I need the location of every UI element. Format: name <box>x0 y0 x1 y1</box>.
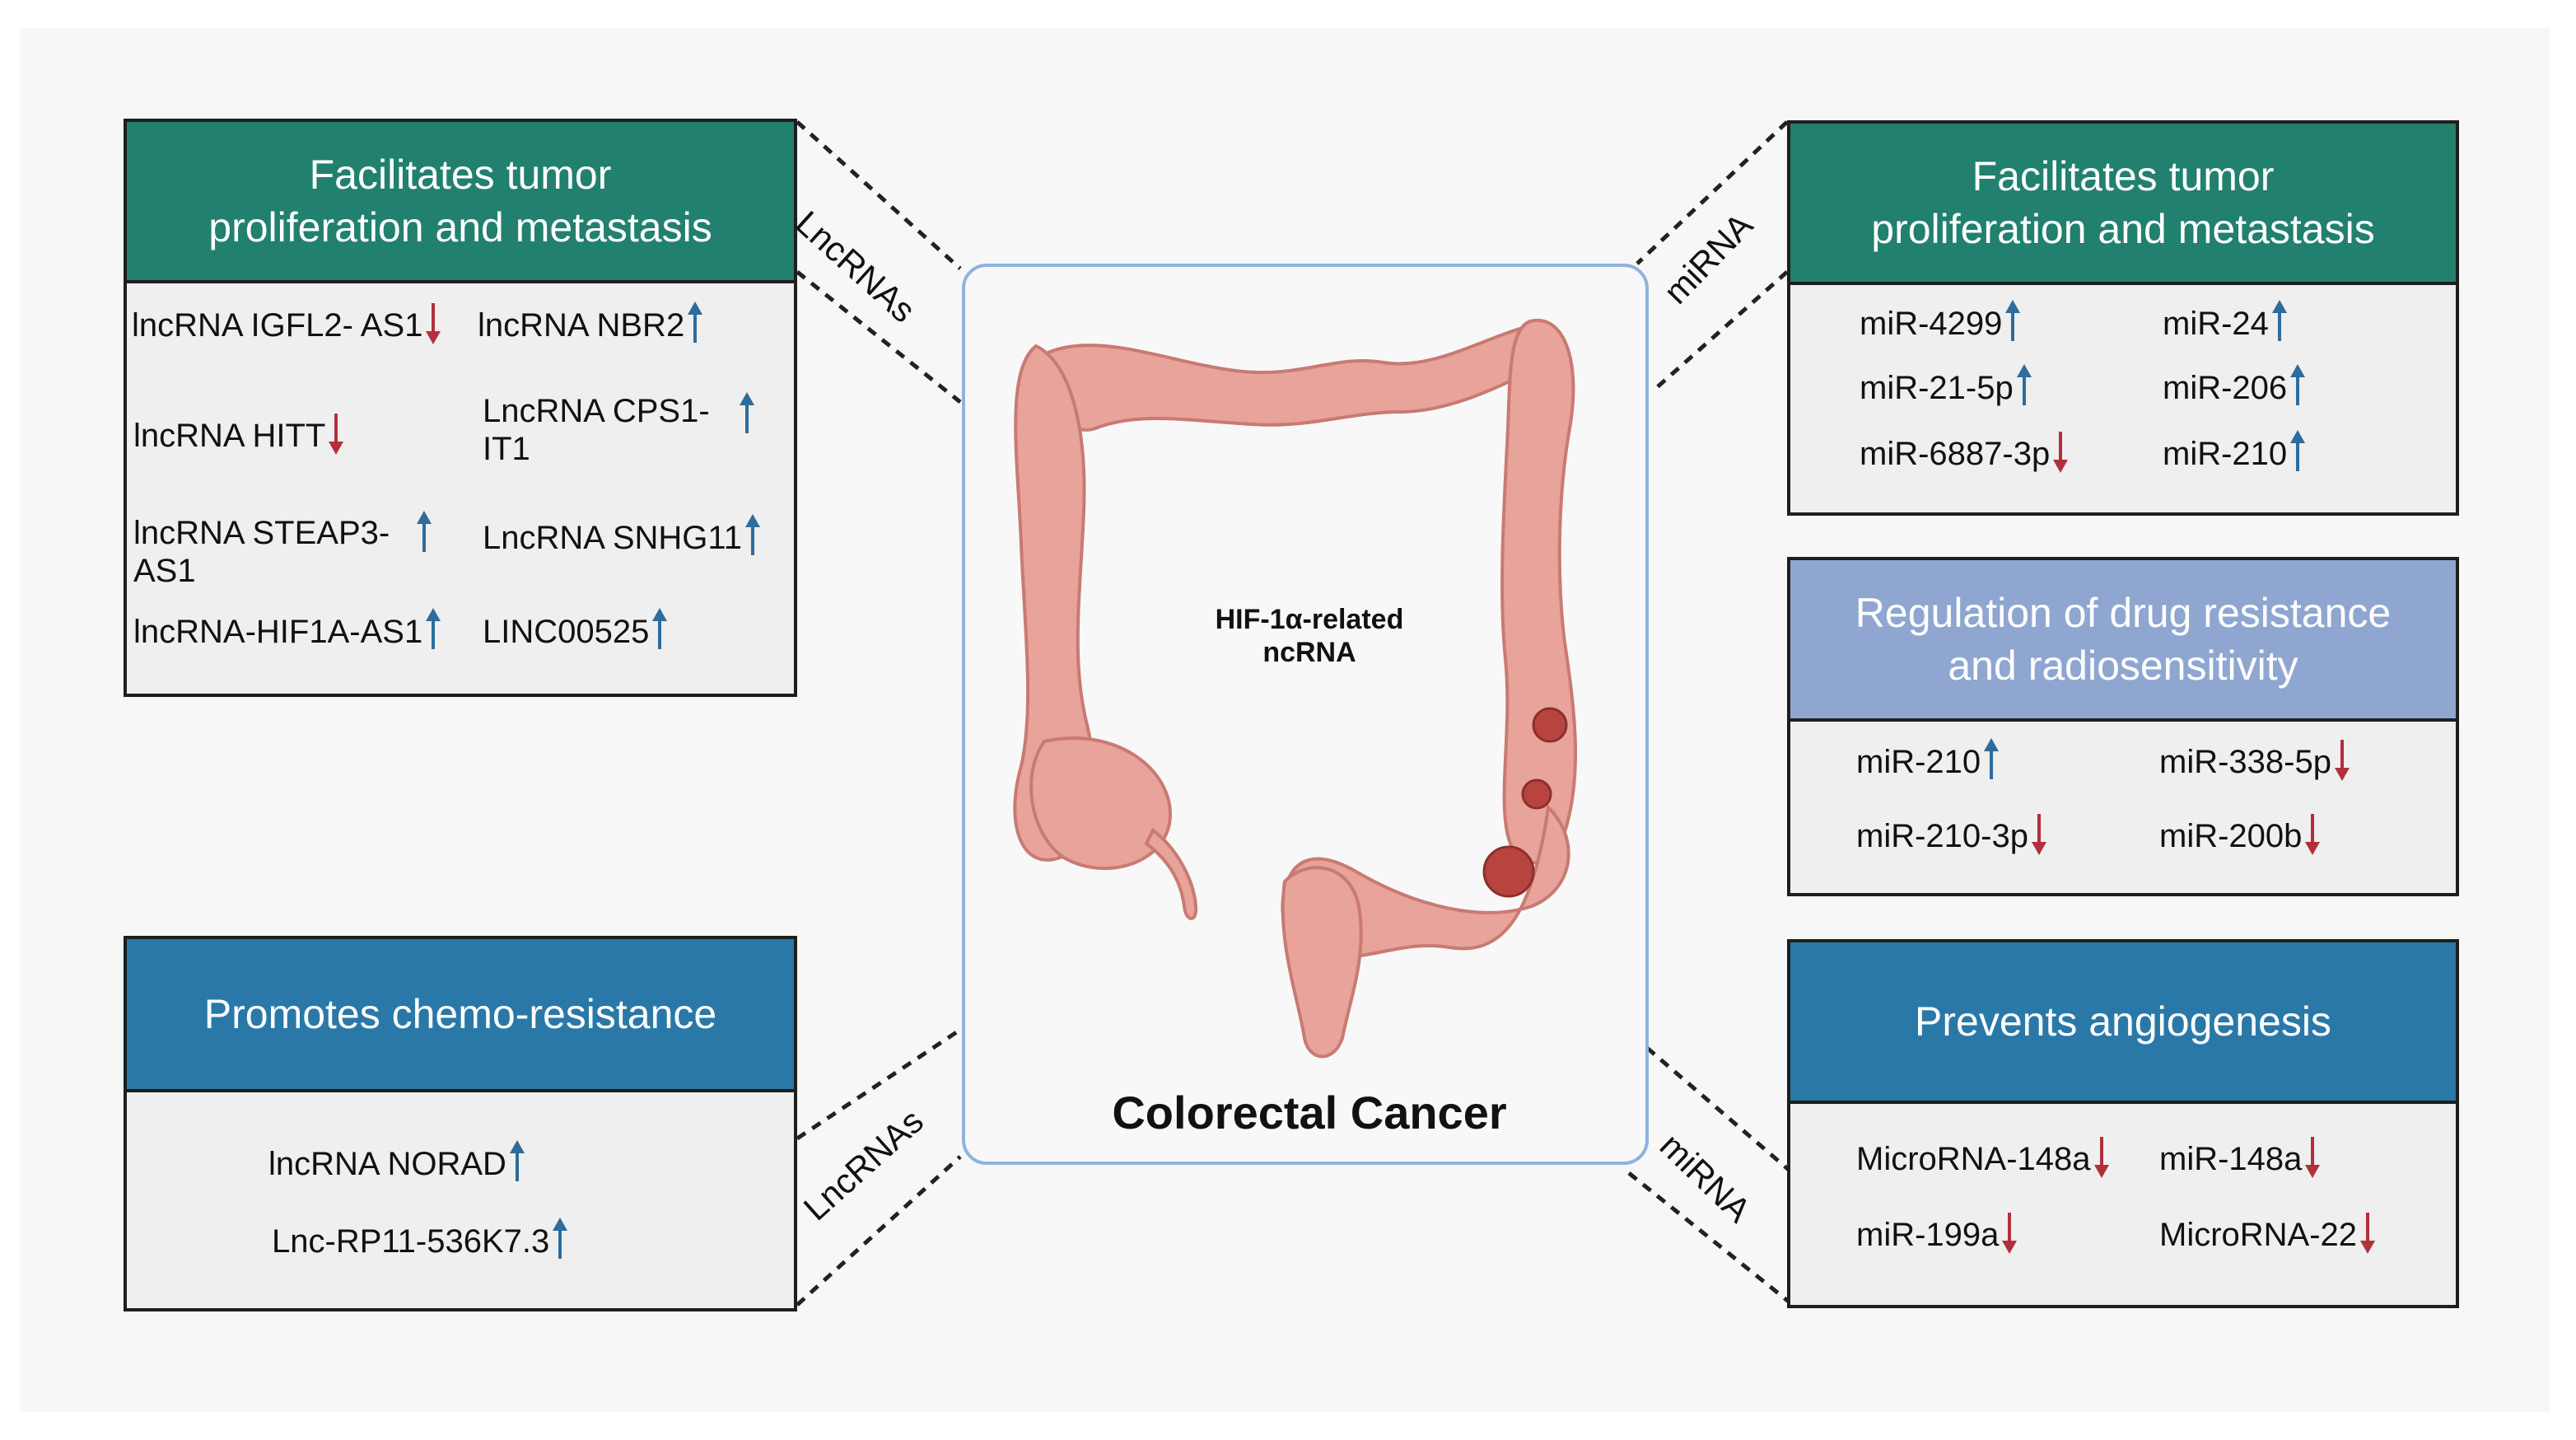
up-arrow-icon <box>2004 300 2021 343</box>
up-arrow-icon <box>739 392 755 435</box>
down-arrow-icon <box>2001 1211 2018 1254</box>
list-item: lncRNA IGFL2- AS1 <box>132 302 441 344</box>
list-item: miR-338-5p <box>2159 738 2350 781</box>
down-arrow-icon <box>425 302 441 344</box>
list-item: MicroRNA-22 <box>2159 1211 2376 1254</box>
list-item: miR-206 <box>2163 364 2306 407</box>
up-arrow-icon <box>1983 738 2000 781</box>
list-item: lncRNA STEAP3- AS1 <box>133 515 390 589</box>
list-item: LncRNA CPS1- IT1 <box>483 393 710 467</box>
box-lnc-chemo: Promotes chemo-resistance <box>124 936 797 1311</box>
up-arrow-icon <box>509 1140 525 1183</box>
up-arrow-icon <box>416 511 432 554</box>
list-item: miR-199a <box>1856 1211 2018 1254</box>
list-item: MicroRNA-148a <box>1856 1135 2110 1178</box>
list-item: lncRNA-HIF1A-AS1 <box>133 608 441 651</box>
up-arrow-icon <box>2271 300 2288 343</box>
up-arrow-icon <box>651 608 668 651</box>
center-title: Colorectal Cancer <box>1112 1087 1507 1138</box>
list-item: miR-6887-3p <box>1860 430 2069 473</box>
box-mir-drug-resistance: Regulation of drug resistance and radios… <box>1787 557 2459 896</box>
center-ncrna-label: HIF-1α-related ncRNA <box>1215 604 1404 668</box>
list-item: miR-210 <box>2163 430 2306 473</box>
list-item: miR-24 <box>2163 300 2288 343</box>
tumor-1 <box>1532 707 1568 743</box>
list-item: lncRNA NORAD <box>268 1140 525 1183</box>
list-item: miR-4299 <box>1860 300 2021 343</box>
down-arrow-icon <box>2052 430 2069 473</box>
up-arrow-icon <box>2289 364 2306 407</box>
list-item: Lnc-RP11-536K7.3 <box>272 1218 568 1260</box>
up-arrow-icon <box>552 1218 568 1260</box>
list-item: LncRNA SNHG11 <box>483 514 761 557</box>
down-arrow-icon <box>2334 738 2350 781</box>
up-arrow-icon <box>744 514 761 557</box>
down-arrow-icon <box>2093 1135 2110 1178</box>
tumor-3 <box>1482 845 1535 898</box>
connector-line <box>1636 120 1789 265</box>
connector-line <box>796 1155 962 1307</box>
down-arrow-icon <box>2359 1211 2376 1254</box>
box-mir-proliferation-title: Facilitates tumor proliferation and meta… <box>1790 124 2456 285</box>
box-mir-angiogenesis: Prevents angiogenesis <box>1787 939 2459 1308</box>
down-arrow-icon <box>2304 812 2321 855</box>
down-arrow-icon <box>2031 812 2047 855</box>
list-item: miR-210 <box>1856 738 2000 781</box>
list-item: miR-148a <box>2159 1135 2321 1178</box>
connector-line <box>796 120 962 270</box>
box-lnc-proliferation-title: Facilitates tumor proliferation and meta… <box>127 122 794 283</box>
list-item: miR-200b <box>2159 812 2321 855</box>
list-item: LINC00525 <box>483 608 668 651</box>
up-arrow-icon <box>687 302 703 344</box>
box-mir-angiogenesis-title: Prevents angiogenesis <box>1790 942 2456 1104</box>
tumor-2 <box>1521 778 1552 810</box>
down-arrow-icon <box>2304 1135 2321 1178</box>
up-arrow-icon <box>2016 364 2032 407</box>
up-arrow-icon <box>425 608 441 651</box>
list-item: lncRNA HITT <box>133 412 344 455</box>
list-item: lncRNA NBR2 <box>478 302 703 344</box>
box-mir-proliferation: Facilitates tumor proliferation and meta… <box>1787 120 2459 516</box>
connector-line <box>1645 1046 1790 1171</box>
box-lnc-chemo-title: Promotes chemo-resistance <box>127 939 794 1092</box>
up-arrow-icon <box>2289 430 2306 473</box>
list-item: miR-210-3p <box>1856 812 2047 855</box>
connector-line <box>796 1027 962 1141</box>
list-item: miR-21-5p <box>1860 364 2032 407</box>
down-arrow-icon <box>328 412 344 455</box>
box-mir-drug-resistance-title: Regulation of drug resistance and radios… <box>1790 560 2456 722</box>
box-lnc-proliferation: Facilitates tumor proliferation and meta… <box>124 119 797 697</box>
connector-line <box>1654 270 1789 390</box>
connector-line <box>1627 1171 1790 1303</box>
